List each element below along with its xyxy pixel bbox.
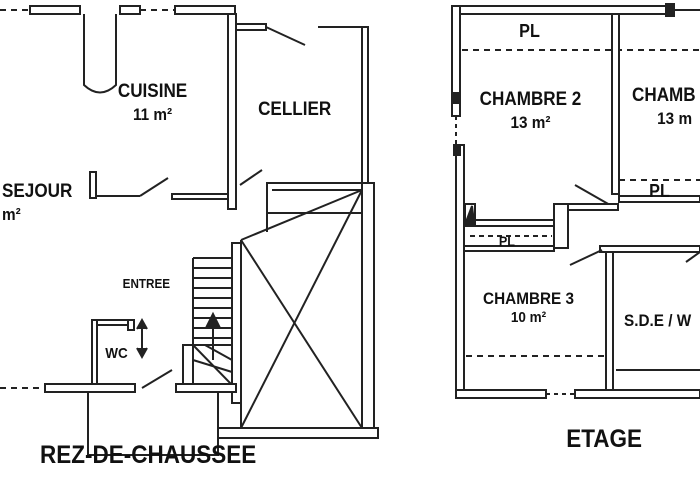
room-name: S.D.E / W [624,311,692,330]
room-name: CELLIER [258,99,332,120]
room-label-sde: S.D.E / W [624,310,691,331]
room-name: ENTREE [122,276,171,291]
staircase [182,242,242,404]
room-label-chambre3: CHAMBRE 3 10 m² [483,288,574,328]
room-name: CHAMB [632,85,696,106]
cellier-right-wall [361,26,369,186]
room-label-sejour: SEJOUR m² [2,180,72,225]
placard-text: PL [519,21,540,41]
upper-outer-walls [451,3,700,399]
room-area: m² [2,204,21,224]
room-area: 11 m² [132,104,173,124]
kitchen-fixture [83,14,117,94]
placard-text: PL [498,233,515,249]
placard-text: PL [649,181,670,201]
room-area: 13 m² [510,112,551,132]
ground-top-wall [0,5,236,15]
level-title-upper: ETAGE [566,424,642,455]
level-name: ETAGE [566,425,643,453]
room-label-chambre-right: CHAMB 13 m [632,84,696,129]
placard-label-small: PL [499,233,515,251]
level-name: REZ-DE-CHAUSSEE [40,441,257,469]
placard-label-top: PL [519,20,540,43]
room-name: SEJOUR [2,181,73,202]
room-name: CHAMBRE 2 [479,89,582,110]
room-name: CHAMBRE 3 [483,289,575,308]
cuisine-cellier-wall [227,13,237,210]
room-label-cellier: CELLIER [258,98,331,122]
room-area: 13 m [657,108,693,128]
room-name: WC [105,345,128,362]
crossed-area [217,182,379,439]
room-name: CUISINE [117,81,188,102]
placard-label-middle: PL [649,180,670,203]
room-label-wc: WC [105,345,128,364]
ground-bottom-wall [0,383,237,456]
room-label-cuisine: CUISINE 11 m² [118,80,187,125]
room-area: 10 m² [510,309,547,327]
wc-room [91,317,173,389]
level-title-ground: REZ-DE-CHAUSSEE [40,440,256,471]
room-label-chambre2: CHAMBRE 2 13 m² [480,88,582,133]
room-label-entree: ENTREE [123,276,170,292]
